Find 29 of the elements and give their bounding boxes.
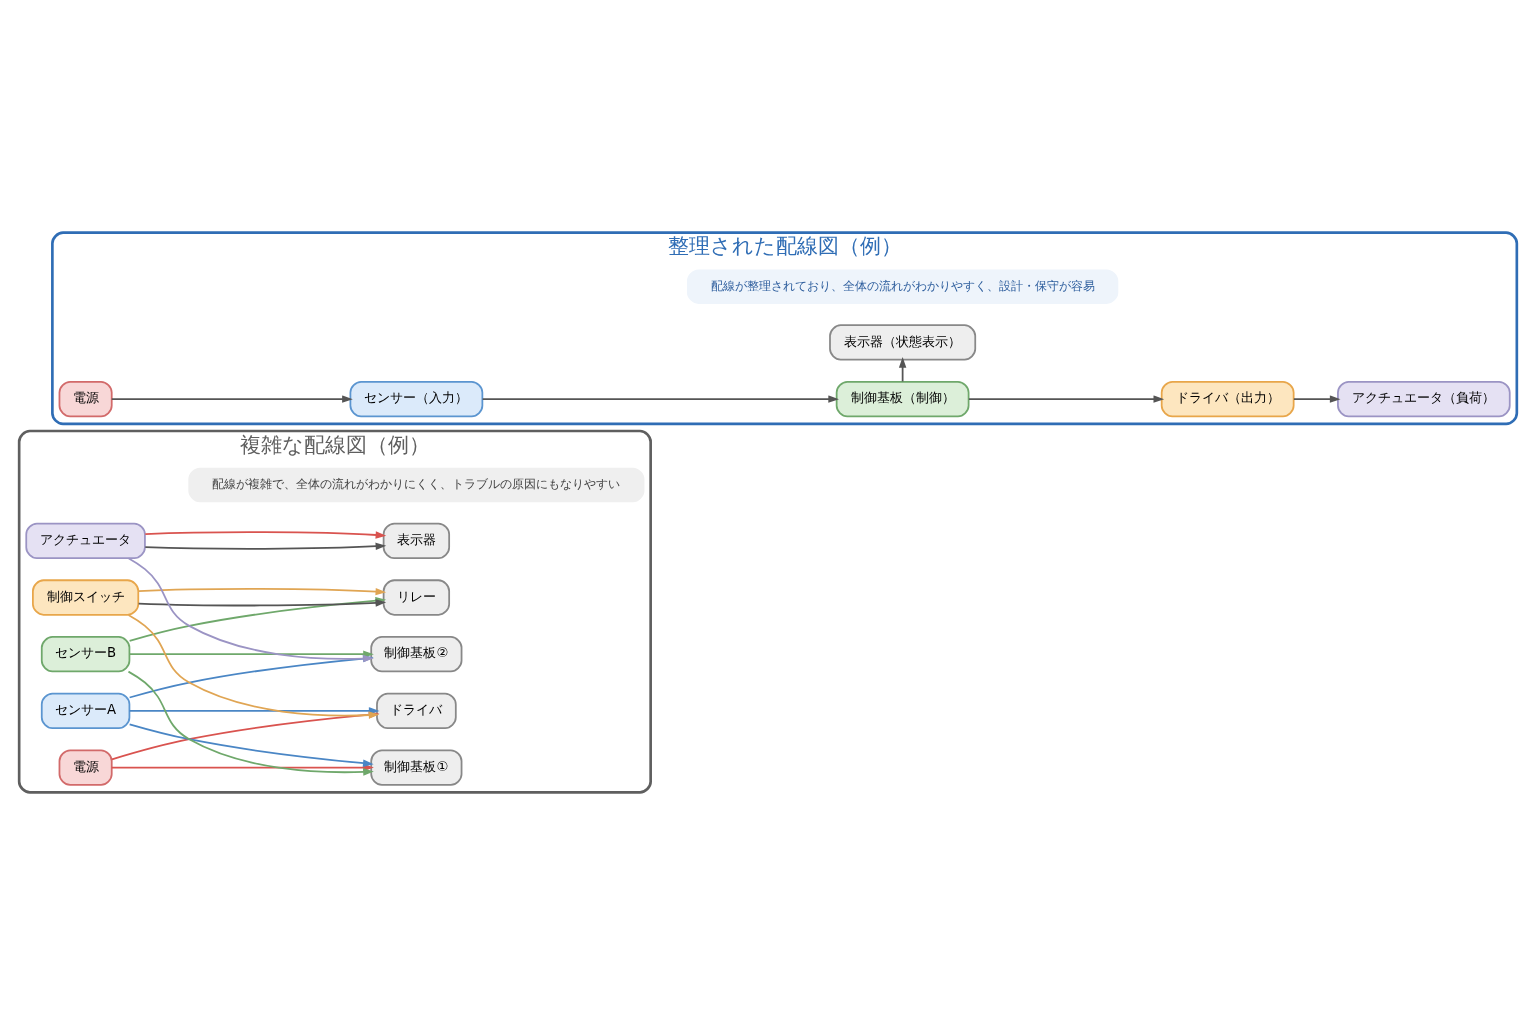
node-box: 電源 [58,748,113,786]
arrow [128,650,374,658]
arrow [128,706,380,715]
node-box: 制御スイッチ [32,578,140,616]
node-box: 制御基板① [370,748,463,786]
arrow [898,356,907,382]
arrow [968,394,1165,403]
arrow [144,542,387,550]
node-box: センサー（入力） [349,380,484,417]
node-box: リレー [382,578,451,616]
node-box: 制御基板② [370,635,463,672]
arrow [137,587,387,595]
node-box: ドライバ（出力） [1160,380,1295,417]
arrow [110,394,353,403]
node-box: 表示器 [382,522,451,559]
node-box: 電源 [58,380,113,417]
node-box: 表示器（状態表示） [829,323,977,361]
node-box: アクチュエータ（負荷） [1337,380,1511,417]
arrow [144,530,387,539]
arrow [128,722,374,767]
arrow [127,556,374,662]
node-box: センサーA [40,692,131,729]
arrow [481,394,839,403]
node-box: ドライバ [376,692,457,729]
node-box: 制御基板（制御） [835,380,970,417]
arrow [128,654,374,698]
node-box: アクチュエータ [25,522,146,559]
node-box: センサーB [40,635,131,672]
arrow [1292,394,1341,403]
